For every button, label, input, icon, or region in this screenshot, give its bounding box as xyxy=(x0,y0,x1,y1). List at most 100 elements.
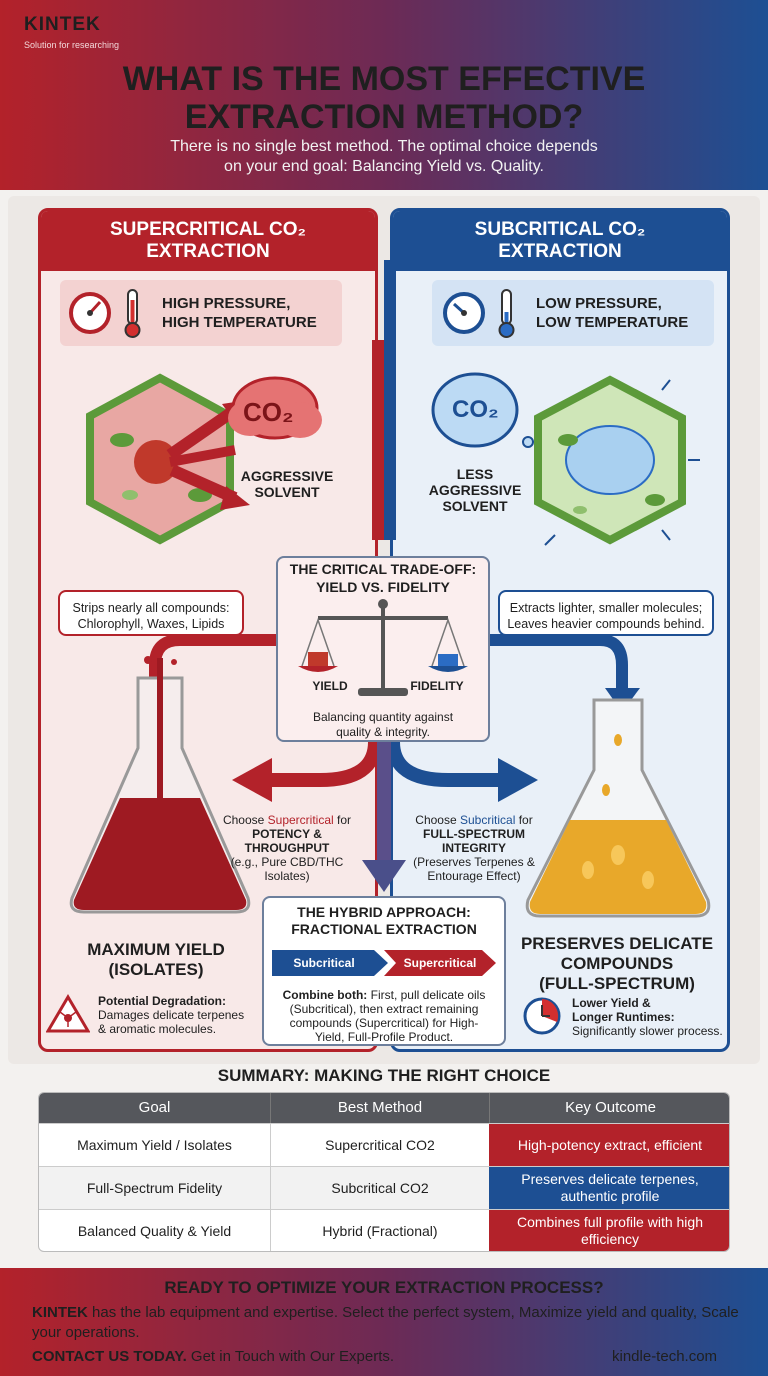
subcritical-title: SUBCRITICAL CO₂ EXTRACTION xyxy=(393,211,727,271)
subcritical-callout-line-2: Leaves heavier compounds behind. xyxy=(507,617,705,631)
subcritical-conditions-text: LOW PRESSURE, LOW TEMPERATURE xyxy=(536,294,688,332)
clock-icon xyxy=(523,997,561,1035)
less-aggressive-line-1: LESS xyxy=(456,466,494,482)
max-yield-line-1: MAXIMUM YIELD xyxy=(87,940,225,959)
summary-table: Goal Best Method Key Outcome Maximum Yie… xyxy=(38,1092,730,1252)
aggressive-cell-illustration xyxy=(86,373,322,545)
choose-supercritical-line-1: Choose Supercritical for xyxy=(222,813,352,827)
gold-flask-illustration xyxy=(525,698,711,918)
max-yield-line-2: (ISOLATES) xyxy=(108,960,204,979)
choose-subcritical-line-3: INTEGRITY xyxy=(441,841,506,855)
gauge-thermometer-icon xyxy=(69,289,141,338)
footer-brand: KINTEK xyxy=(32,1304,88,1321)
choose-supercritical-text: Choose Supercritical for POTENCY & THROU… xyxy=(222,813,352,883)
runtime-title: Lower Yield & xyxy=(572,996,651,1010)
title-line-1: WHAT IS THE MOST EFFECTIVE xyxy=(122,60,646,98)
website-link[interactable]: kindle-tech.com xyxy=(612,1348,718,1365)
brand-logo: KINTEK xyxy=(24,14,101,35)
footer-title: READY TO OPTIMIZE YOUR EXTRACTION PROCES… xyxy=(164,1278,604,1297)
tradeoff-title-line-1: THE CRITICAL TRADE-OFF: xyxy=(289,561,477,577)
choose-for: for xyxy=(337,813,352,827)
subtitle-line-2: on your end goal: Balancing Yield vs. Qu… xyxy=(224,158,544,175)
supercritical-conditions-line-1: HIGH PRESSURE, xyxy=(162,295,291,312)
tradeoff-title-line-2: YIELD VS. FIDELITY xyxy=(316,579,450,595)
hybrid-title: THE HYBRID APPROACH: FRACTIONAL EXTRACTI… xyxy=(262,904,506,938)
footer-description: KINTEK has the lab equipment and experti… xyxy=(32,1303,742,1343)
hybrid-desc-line-1: Combine both: First, pull delicate oils xyxy=(270,988,498,1002)
flow-arrows-graphic xyxy=(149,260,640,892)
subcritical-title-line-1: SUBCRITICAL CO₂ xyxy=(474,219,646,240)
hybrid-steps-arrows xyxy=(272,950,496,976)
hybrid-desc-bold: Combine both: xyxy=(282,988,368,1002)
supercritical-title-line-1: SUPERCRITICAL CO₂ xyxy=(110,219,306,240)
degradation-warning: Potential Degradation: Damages delicate … xyxy=(98,994,258,1036)
table-row-3-outcome: Combines full profile with high efficien… xyxy=(489,1209,729,1251)
choose-method-supercritical: Supercritical xyxy=(267,813,334,827)
footer-contact[interactable]: CONTACT US TODAY. Get in Touch with Our … xyxy=(32,1348,394,1365)
co2-cloud-label: CO₂ xyxy=(243,397,294,427)
yield-label: YIELD xyxy=(312,679,348,693)
tradeoff-desc-line-1: Balancing quantity against xyxy=(312,710,454,724)
tradeoff-desc-line-2: quality & integrity. xyxy=(336,725,430,739)
gauge-thermometer-icon xyxy=(443,289,515,338)
table-header-method: Best Method xyxy=(270,1093,489,1123)
hybrid-step-subcritical: Subcritical xyxy=(293,956,355,970)
brand-tagline: Solution for researching xyxy=(24,40,120,50)
subcritical-conditions-line-1: LOW PRESSURE, xyxy=(536,295,662,312)
hybrid-desc-line-4: Yield, Full-Profile Product. xyxy=(314,1030,454,1044)
tradeoff-description: Balancing quantity against quality & int… xyxy=(284,710,482,740)
preserves-line-2: COMPOUNDS xyxy=(560,954,674,973)
table-row-1-goal: Maximum Yield / Isolates xyxy=(39,1123,270,1166)
contact-us-link[interactable]: CONTACT US TODAY. xyxy=(32,1348,187,1365)
supercritical-title: SUPERCRITICAL CO₂ EXTRACTION xyxy=(41,211,375,271)
hybrid-desc-line-1-text: First, pull delicate oils xyxy=(367,988,486,1002)
supercritical-callout: Strips nearly all compounds: Chlorophyll… xyxy=(58,590,244,636)
hybrid-desc-line-3: compounds (Supercritical) for High- xyxy=(289,1016,479,1030)
gentle-cell-illustration xyxy=(431,372,700,546)
hybrid-desc-line-2: (Subcritical), then extract remaining xyxy=(289,1002,479,1016)
summary-title: SUMMARY: MAKING THE RIGHT CHOICE xyxy=(217,1066,551,1085)
supercritical-title-line-2: EXTRACTION xyxy=(146,241,270,262)
hybrid-title-line-1: THE HYBRID APPROACH: xyxy=(297,904,471,920)
choose-prefix: Choose xyxy=(415,813,457,827)
choose-for: for xyxy=(518,813,533,827)
table-row-3-goal: Balanced Quality & Yield xyxy=(39,1209,270,1251)
choose-supercritical-line-4: (e.g., Pure CBD/THC xyxy=(230,855,344,869)
degradation-title: Potential Degradation: xyxy=(98,994,227,1008)
page-subtitle: There is no single best method. The opti… xyxy=(60,137,708,177)
preserves-line-1: PRESERVES DELICATE xyxy=(520,934,714,953)
degradation-line-1: Damages delicate terpenes xyxy=(98,1008,245,1022)
choose-subcritical-line-5: Entourage Effect) xyxy=(427,869,521,883)
subtitle-line-1: There is no single best method. The opti… xyxy=(170,138,598,155)
table-row-1-method: Supercritical CO2 xyxy=(270,1123,489,1166)
runtime-line-1: Longer Runtimes: xyxy=(572,1010,675,1024)
choose-subcritical-line-1: Choose Subcritical for xyxy=(404,813,544,827)
table-header-outcome: Key Outcome xyxy=(489,1093,729,1123)
table-row-3-method: Hybrid (Fractional) xyxy=(270,1209,489,1251)
contact-text: Get in Touch with Our Experts. xyxy=(186,1348,395,1365)
choose-supercritical-line-3: THROUGHPUT xyxy=(244,841,330,855)
hybrid-title-line-2: FRACTIONAL EXTRACTION xyxy=(291,921,477,937)
title-line-2: EXTRACTION METHOD? xyxy=(184,98,584,136)
less-aggressive-solvent-label: LESS AGGRESSIVE SOLVENT xyxy=(420,466,530,514)
supercritical-conditions-text: HIGH PRESSURE, HIGH TEMPERATURE xyxy=(162,294,317,332)
maximum-yield-label: MAXIMUM YIELD (ISOLATES) xyxy=(46,940,266,980)
hybrid-step-supercritical: Supercritical xyxy=(403,956,477,970)
table-row-2-goal: Full-Spectrum Fidelity xyxy=(39,1166,270,1209)
balance-scale-icon xyxy=(298,599,468,696)
runtime-warning: Lower Yield & Longer Runtimes: Significa… xyxy=(572,996,726,1038)
co2-bubble-label: CO₂ xyxy=(452,396,499,423)
less-aggressive-line-3: SOLVENT xyxy=(442,498,508,514)
aggressive-solvent-line-2: SOLVENT xyxy=(254,484,320,500)
subcritical-conditions-line-2: LOW TEMPERATURE xyxy=(536,314,689,331)
footer-desc-text: has the lab equipment and expertise. Sel… xyxy=(32,1304,739,1341)
preserves-line-3: (FULL-SPECTRUM) xyxy=(539,974,695,993)
subcritical-title-line-2: EXTRACTION xyxy=(498,241,622,262)
table-row-2-outcome: Preserves delicate terpenes, authentic p… xyxy=(489,1166,729,1209)
supercritical-conditions-line-2: HIGH TEMPERATURE xyxy=(162,314,317,331)
choose-subcritical-text: Choose Subcritical for FULL-SPECTRUM INT… xyxy=(404,813,544,883)
aggressive-solvent-label: AGGRESSIVE SOLVENT xyxy=(232,468,342,500)
footer-banner xyxy=(0,1268,768,1376)
less-aggressive-line-2: AGGRESSIVE xyxy=(428,482,522,498)
choose-prefix: Choose xyxy=(222,813,265,827)
